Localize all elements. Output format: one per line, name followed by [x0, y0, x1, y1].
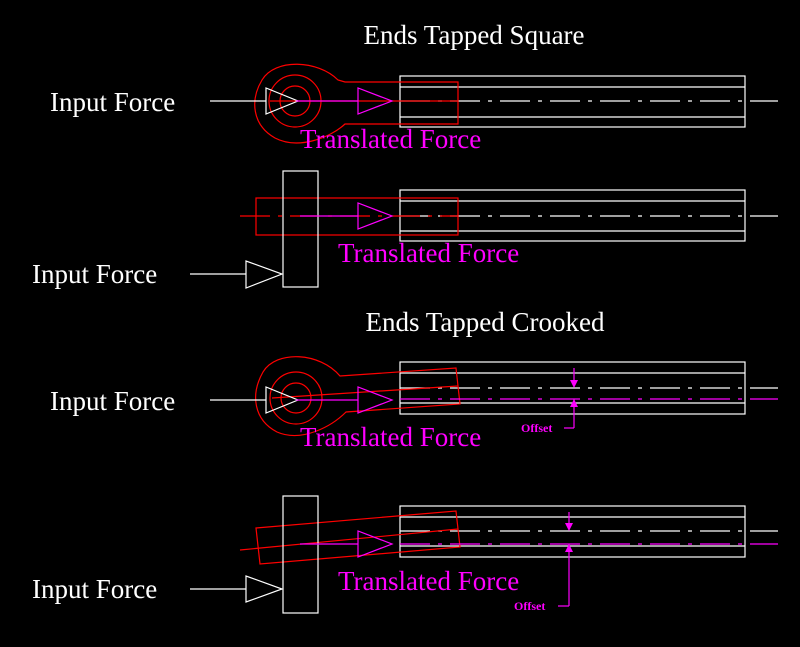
input-force-arrow-icon: [265, 87, 300, 115]
input-force-arrow-icon: [245, 260, 284, 289]
eye-bore: [280, 382, 312, 414]
offset-dimension: [564, 368, 578, 429]
input-force-arrow-icon: [245, 575, 284, 603]
translated-force-arrow-icon: [357, 386, 394, 414]
input-force-label: Input Force: [50, 87, 175, 117]
title-ends-tapped-square: Ends Tapped Square: [363, 20, 584, 50]
diagram-3-eye-crooked: Offset Input Force Translated Force: [50, 356, 778, 452]
translated-force-label: Translated Force: [300, 124, 481, 154]
clevis-plate: [282, 170, 319, 288]
diagram-1-eye-square: Input Force Translated Force: [50, 63, 778, 154]
input-force-label: Input Force: [32, 574, 157, 604]
rod-end-eye: [254, 63, 459, 144]
title-ends-tapped-crooked: Ends Tapped Crooked: [365, 307, 605, 337]
rod-end-centerline: [239, 528, 459, 551]
rod-end-eye: [255, 356, 461, 437]
offset-label: Offset: [521, 421, 552, 435]
rod-end-centerline: [271, 385, 459, 399]
translated-force-label: Translated Force: [338, 238, 519, 268]
translated-force-arrow-icon: [357, 530, 394, 558]
offset-label: Offset: [514, 599, 545, 613]
offset-dimension: [558, 512, 573, 607]
translated-force-label: Translated Force: [300, 422, 481, 452]
rod-end-block: [255, 510, 461, 565]
translated-force-arrow-icon: [357, 87, 394, 115]
diagram-4-plate-crooked: Offset Input Force Translated Force: [32, 495, 778, 614]
diagram-2-plate-square: Input Force Translated Force: [32, 170, 778, 289]
translated-force-arrow-icon: [357, 202, 394, 230]
eye-outer-ring: [269, 371, 323, 425]
clevis-plate: [282, 495, 319, 614]
input-force-label: Input Force: [32, 259, 157, 289]
input-force-label: Input Force: [50, 386, 175, 416]
translated-force-label: Translated Force: [338, 566, 519, 596]
input-force-arrow-icon: [265, 386, 300, 414]
